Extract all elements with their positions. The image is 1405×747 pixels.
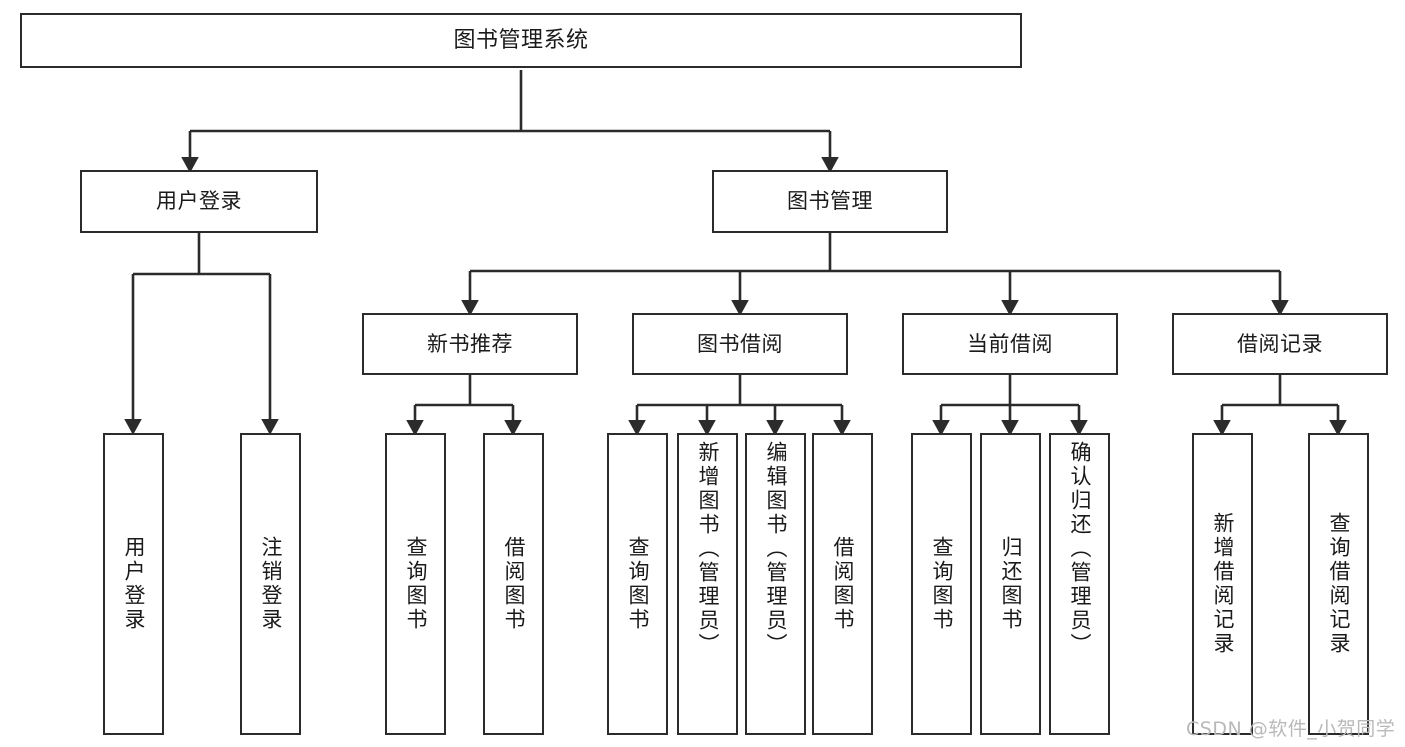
csdn-watermark: CSDN @软件_小贺同学	[1186, 718, 1396, 740]
node-label: 查询图书	[626, 536, 650, 632]
node-leaf-query-book-current[interactable]: 查询图书	[911, 433, 972, 735]
node-leaf-confirm-return-admin[interactable]: 确认归还（管理员）	[1049, 433, 1110, 735]
node-label: 归还图书	[999, 536, 1023, 632]
node-leaf-logout-login[interactable]: 注销登录	[240, 433, 301, 735]
node-leaf-add-book-admin[interactable]: 新增图书（管理员）	[677, 433, 738, 735]
node-current-borrow[interactable]: 当前借阅	[902, 313, 1118, 375]
node-label: 确认归还（管理员）	[1068, 441, 1092, 657]
node-book-borrow[interactable]: 图书借阅	[632, 313, 848, 375]
node-label: 编辑图书（管理员）	[764, 441, 788, 657]
node-label: 查询图书	[930, 536, 954, 632]
node-user-login[interactable]: 用户登录	[80, 170, 318, 233]
node-label: 借阅记录	[1237, 331, 1323, 356]
node-label: 用户登录	[156, 189, 242, 214]
node-leaf-borrow-book-recommend[interactable]: 借阅图书	[483, 433, 544, 735]
node-label: 查询借阅记录	[1327, 512, 1351, 656]
node-label: 新书推荐	[427, 331, 513, 356]
node-root-book-management-system[interactable]: 图书管理系统	[20, 13, 1022, 68]
node-label: 图书管理	[787, 189, 873, 214]
node-leaf-query-book-borrow[interactable]: 查询图书	[607, 433, 668, 735]
node-borrow-record[interactable]: 借阅记录	[1172, 313, 1388, 375]
node-label: 图书借阅	[697, 331, 783, 356]
node-label: 查询图书	[404, 536, 428, 632]
node-label: 新增借阅记录	[1211, 512, 1235, 656]
node-label: 借阅图书	[502, 536, 526, 632]
node-book-manage[interactable]: 图书管理	[712, 170, 948, 233]
node-leaf-query-borrow-record[interactable]: 查询借阅记录	[1308, 433, 1369, 735]
node-leaf-query-book-recommend[interactable]: 查询图书	[385, 433, 446, 735]
node-label: 用户登录	[122, 536, 146, 632]
node-leaf-user-login[interactable]: 用户登录	[103, 433, 164, 735]
node-leaf-add-borrow-record[interactable]: 新增借阅记录	[1192, 433, 1253, 735]
node-label: 注销登录	[259, 536, 283, 632]
node-leaf-borrow-book[interactable]: 借阅图书	[812, 433, 873, 735]
node-label: 图书管理系统	[453, 27, 589, 53]
node-leaf-edit-book-admin[interactable]: 编辑图书（管理员）	[745, 433, 806, 735]
node-label: 当前借阅	[967, 331, 1053, 356]
node-label: 借阅图书	[831, 536, 855, 632]
node-label: 新增图书（管理员）	[696, 441, 720, 657]
node-new-book-recommend[interactable]: 新书推荐	[362, 313, 578, 375]
node-leaf-return-book[interactable]: 归还图书	[980, 433, 1041, 735]
